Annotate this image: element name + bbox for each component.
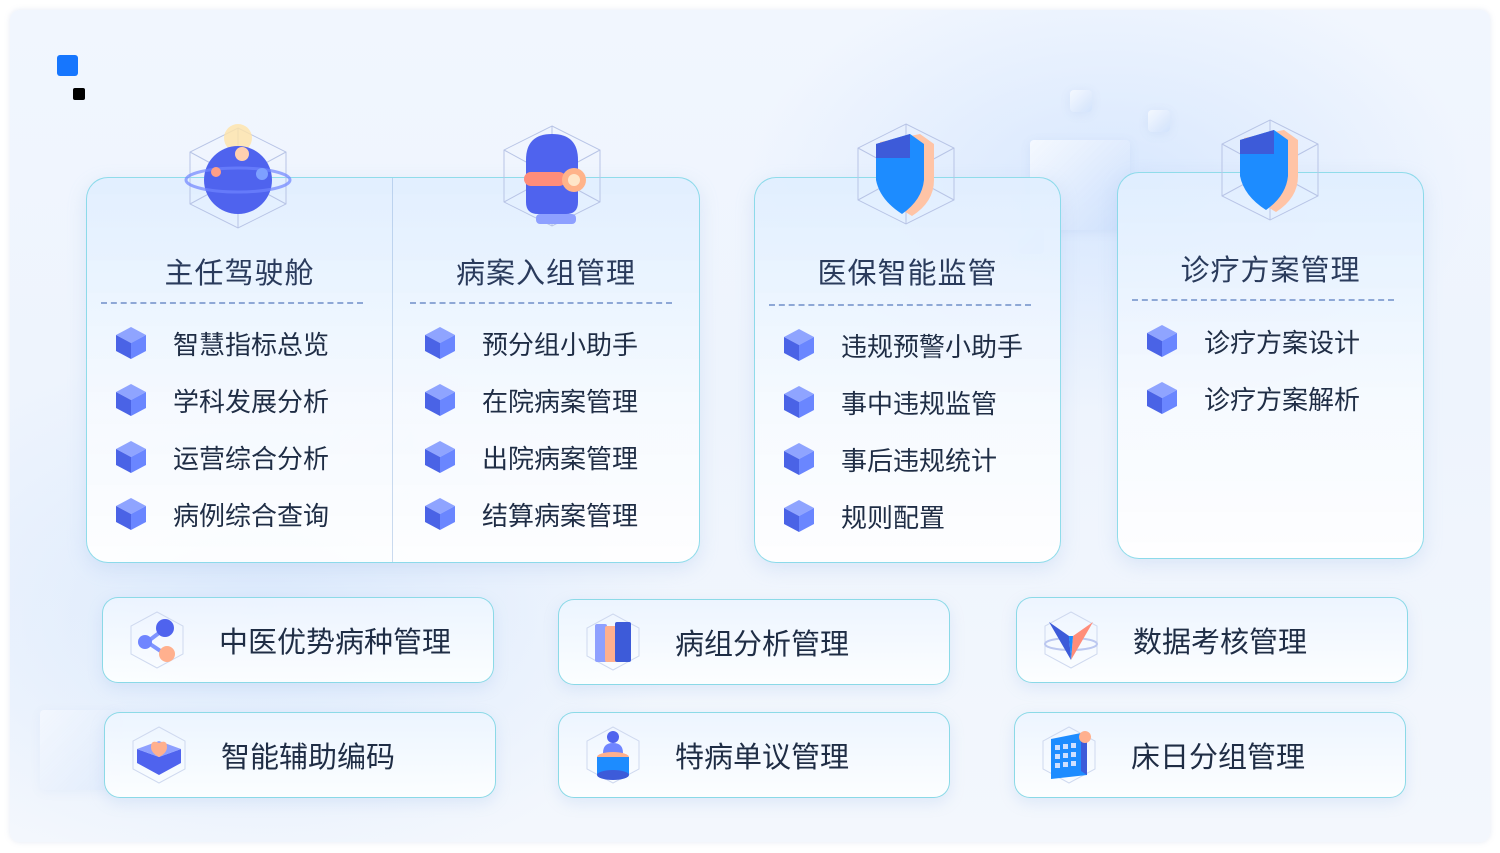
menu-item-label: 诊疗方案解析 xyxy=(1204,385,1361,416)
molecule-icon xyxy=(130,611,184,669)
cube-icon xyxy=(425,441,455,473)
module-label: 特病单议管理 xyxy=(675,740,850,774)
module-tcm-disease[interactable]: 中医优势病种管理 xyxy=(102,597,494,683)
cube-icon xyxy=(784,386,814,418)
menu-item-label: 运营综合分析 xyxy=(173,444,330,475)
module-label: 病组分析管理 xyxy=(675,627,850,661)
module-data-assessment[interactable]: 数据考核管理 xyxy=(1016,597,1408,683)
shield-icon xyxy=(1221,119,1319,221)
menu-item-pre-grouping[interactable]: 预分组小助手 xyxy=(424,323,638,363)
module-case-group-analysis[interactable]: 病组分析管理 xyxy=(558,599,950,685)
module-smart-coding[interactable]: 智能辅助编码 xyxy=(104,712,496,798)
menu-item-discharge-cases[interactable]: 出院病案管理 xyxy=(424,437,638,477)
menu-item-label: 规则配置 xyxy=(841,503,946,534)
cube-icon xyxy=(425,327,455,359)
cube-icon xyxy=(784,500,814,532)
menu-item-rule-config[interactable]: 规则配置 xyxy=(783,496,945,536)
module-label: 智能辅助编码 xyxy=(221,740,396,774)
menu-item-label: 智慧指标总览 xyxy=(173,330,330,361)
column-title: 诊疗方案管理 xyxy=(1180,253,1361,287)
cube-icon xyxy=(1147,325,1177,357)
menu-item-label: 结算病案管理 xyxy=(482,501,639,532)
column-case-grouping: 病案入组管理 预分组小助手 在院病案管理 出院病案管理 结算病案管理 xyxy=(393,178,699,562)
column-director-cockpit: 主任驾驶舱 智慧指标总览 学科发展分析 运营综合分析 病例综合查询 xyxy=(87,178,392,562)
menu-item-label: 在院病案管理 xyxy=(482,387,639,418)
menu-item-plan-design[interactable]: 诊疗方案设计 xyxy=(1146,321,1360,361)
menu-item-label: 预分组小助手 xyxy=(482,330,639,361)
card-treatment-plans: 诊疗方案管理 诊疗方案设计 诊疗方案解析 xyxy=(1117,172,1424,559)
shield-icon xyxy=(857,123,955,225)
cube-icon xyxy=(425,498,455,530)
menu-item-violation-alert[interactable]: 违规预警小助手 xyxy=(783,325,1023,365)
decor-square-black xyxy=(73,88,85,100)
column-title: 医保智能监管 xyxy=(817,256,998,290)
card-cockpit-cases: 主任驾驶舱 智慧指标总览 学科发展分析 运营综合分析 病例综合查询 病案入组管理 xyxy=(86,177,700,563)
menu-item-label: 事后违规统计 xyxy=(841,446,998,477)
menu-item-post-statistics[interactable]: 事后违规统计 xyxy=(783,439,997,479)
module-label: 数据考核管理 xyxy=(1133,625,1308,659)
v-logo-icon xyxy=(1044,611,1098,669)
module-label: 中医优势病种管理 xyxy=(219,625,452,659)
menu-item-operations-analysis[interactable]: 运营综合分析 xyxy=(115,437,329,477)
module-bed-day-grouping[interactable]: 床日分组管理 xyxy=(1014,712,1406,798)
books-icon xyxy=(586,613,640,671)
globe-icon xyxy=(184,124,292,229)
cube-icon xyxy=(116,498,146,530)
menu-item-label: 病例综合查询 xyxy=(173,501,330,532)
title-divider xyxy=(101,302,363,304)
menu-item-settlement-cases[interactable]: 结算病案管理 xyxy=(424,494,638,534)
decor-square-blue xyxy=(57,55,78,76)
menu-item-discipline-analysis[interactable]: 学科发展分析 xyxy=(115,380,329,420)
cube-icon xyxy=(784,329,814,361)
menu-item-label: 违规预警小助手 xyxy=(841,332,1024,363)
cube-icon xyxy=(425,384,455,416)
menu-item-case-query[interactable]: 病例综合查询 xyxy=(115,494,329,534)
decor-cube xyxy=(1148,110,1170,132)
title-divider xyxy=(410,302,672,304)
menu-item-label: 事中违规监管 xyxy=(841,389,998,420)
building-icon xyxy=(1042,726,1096,784)
module-special-case-review[interactable]: 特病单议管理 xyxy=(558,712,950,798)
title-divider xyxy=(769,304,1031,306)
column-title: 主任驾驶舱 xyxy=(164,256,315,290)
robot-icon xyxy=(503,125,601,227)
menu-item-inpatient-cases[interactable]: 在院病案管理 xyxy=(424,380,638,420)
heart-box-icon xyxy=(132,726,186,784)
cube-icon xyxy=(116,384,146,416)
menu-item-label: 学科发展分析 xyxy=(173,387,330,418)
title-divider xyxy=(1132,299,1394,301)
card-insurance-supervision: 医保智能监管 违规预警小助手 事中违规监管 事后违规统计 规则配置 xyxy=(754,177,1061,563)
cube-icon xyxy=(116,327,146,359)
column-title: 病案入组管理 xyxy=(455,256,636,290)
cube-icon xyxy=(116,441,146,473)
menu-item-label: 诊疗方案设计 xyxy=(1204,328,1361,359)
cube-icon xyxy=(1147,382,1177,414)
user-stack-icon xyxy=(586,726,640,784)
menu-item-plan-analysis[interactable]: 诊疗方案解析 xyxy=(1146,378,1360,418)
cube-icon xyxy=(784,443,814,475)
decor-cube xyxy=(1070,90,1092,112)
menu-item-in-process-monitoring[interactable]: 事中违规监管 xyxy=(783,382,997,422)
main-canvas: 主任驾驶舱 智慧指标总览 学科发展分析 运营综合分析 病例综合查询 病案入组管理 xyxy=(10,10,1490,842)
module-label: 床日分组管理 xyxy=(1131,740,1306,774)
menu-item-kpi-overview[interactable]: 智慧指标总览 xyxy=(115,323,329,363)
card-divider xyxy=(392,178,393,562)
menu-item-label: 出院病案管理 xyxy=(482,444,639,475)
